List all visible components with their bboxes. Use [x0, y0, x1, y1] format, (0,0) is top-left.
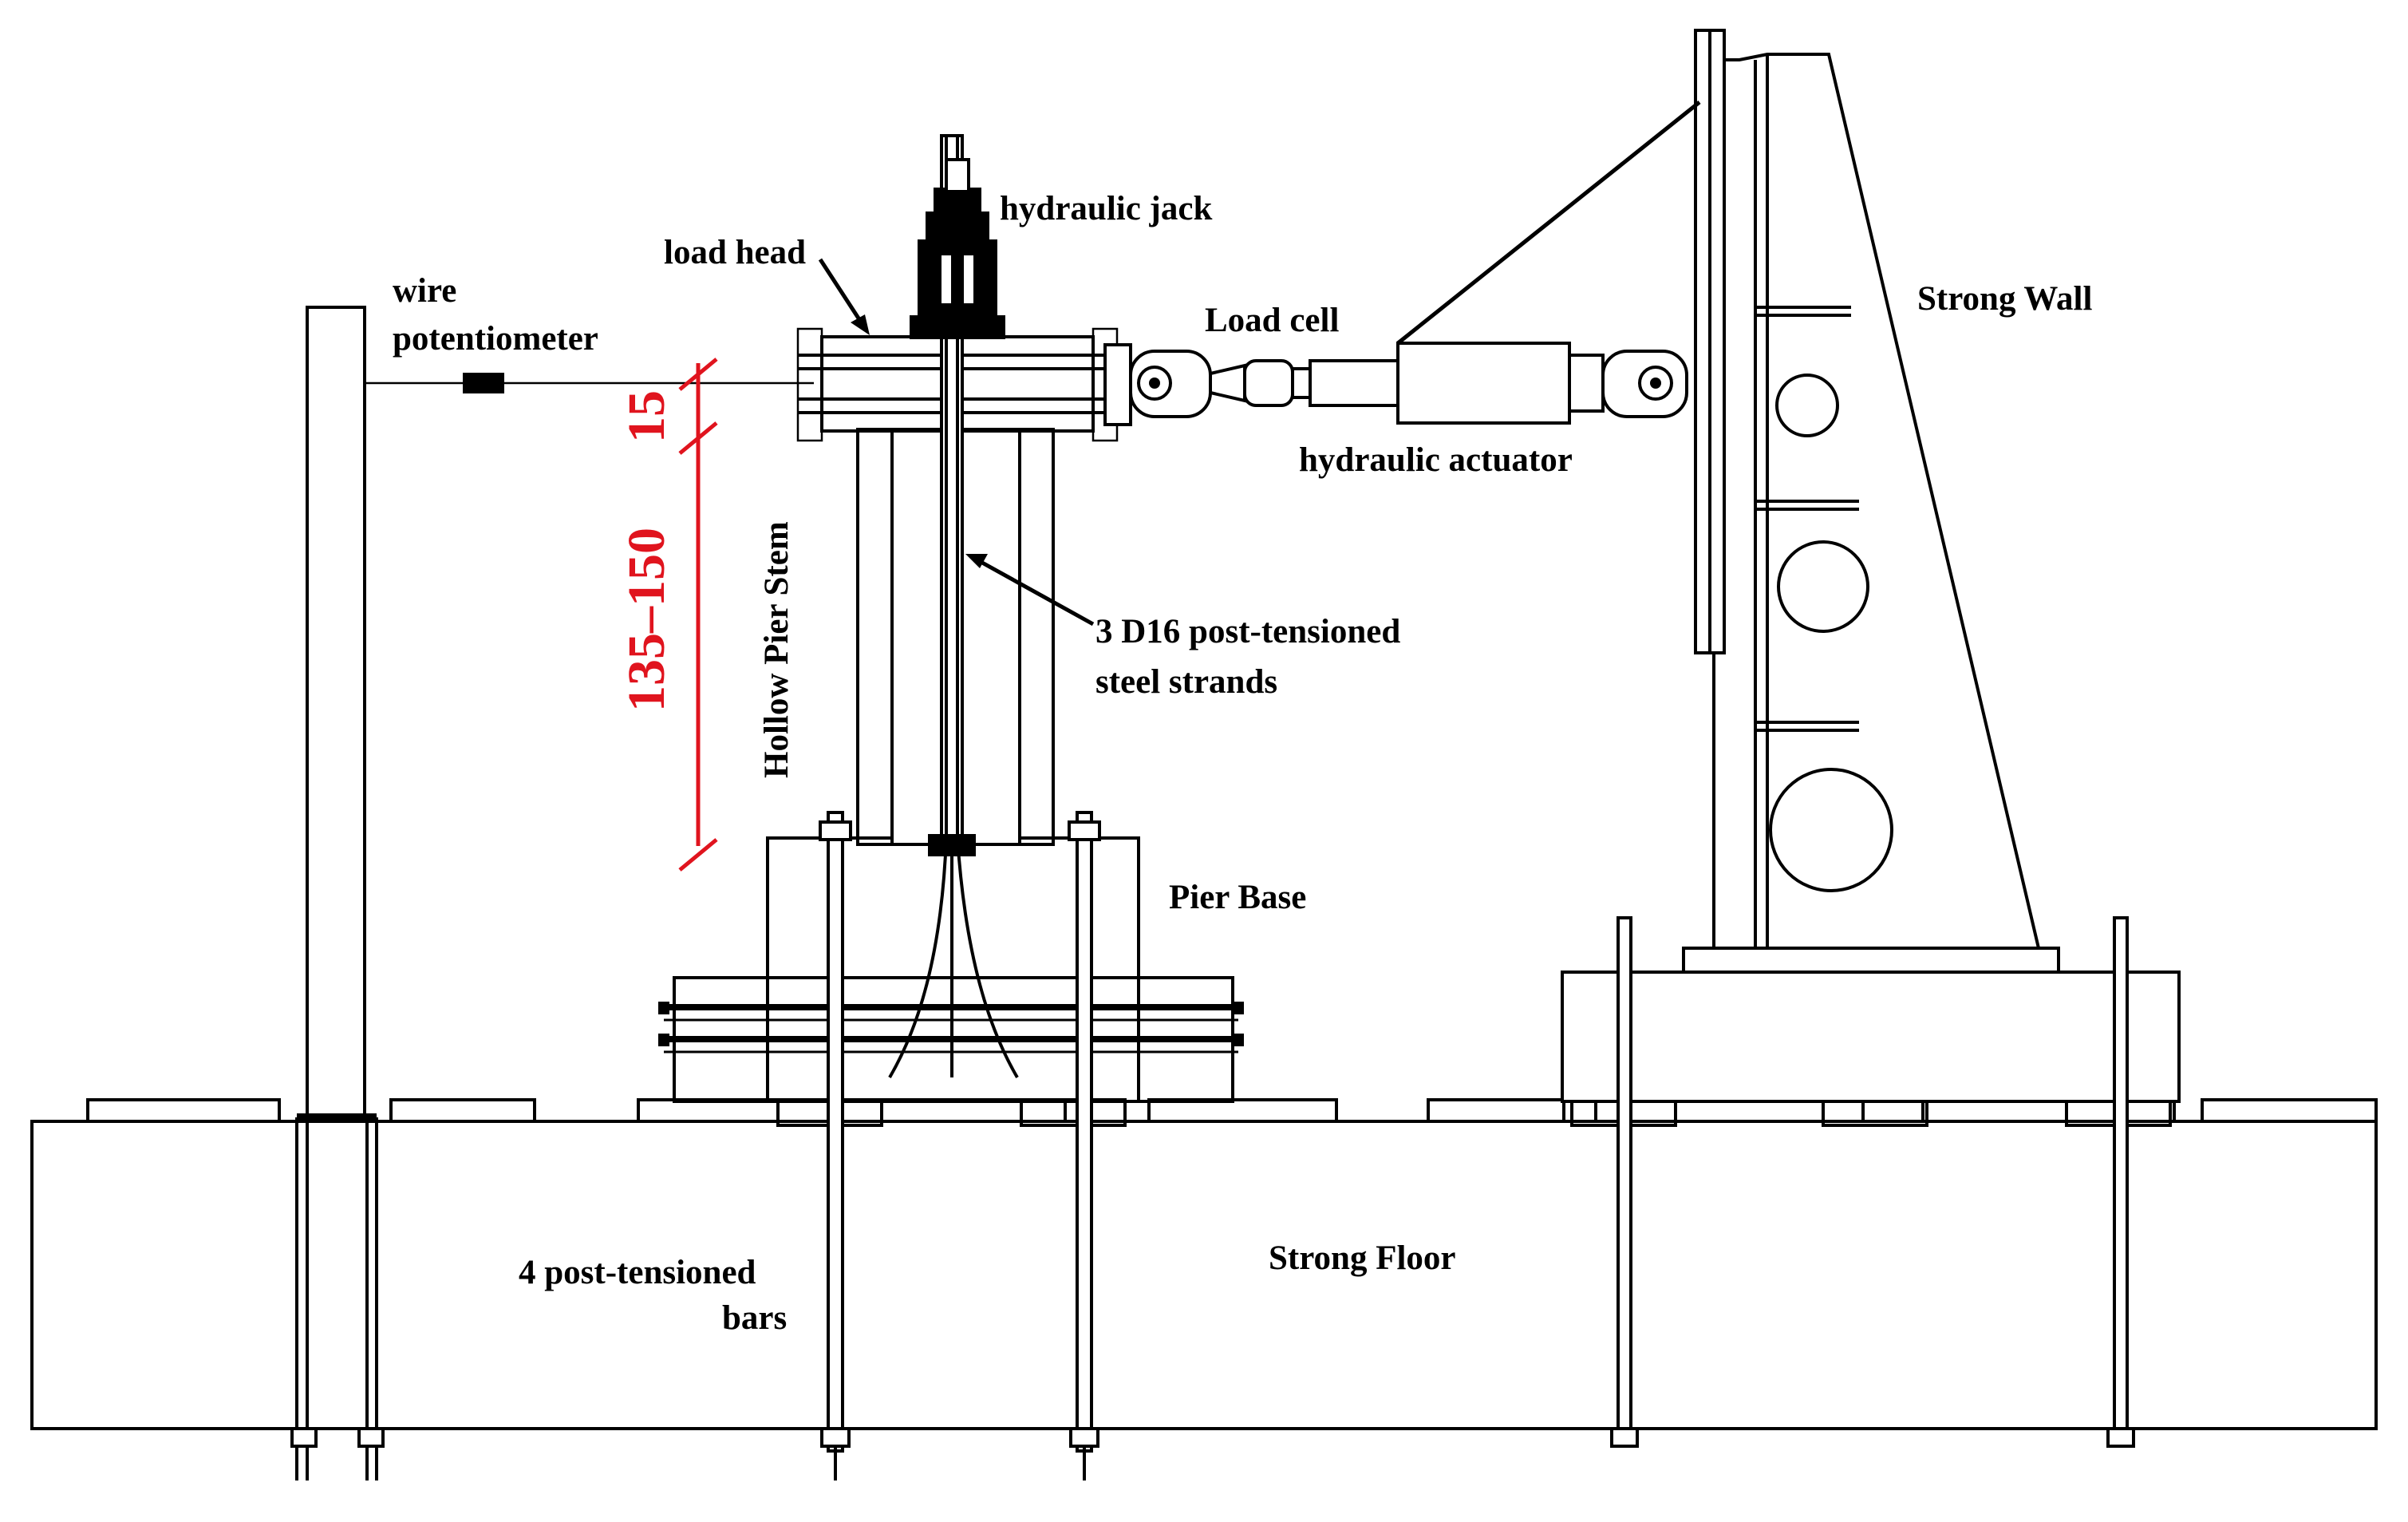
label-pier-base: Pier Base	[1169, 879, 1306, 916]
label-hydraulic-jack: hydraulic jack	[1000, 190, 1212, 227]
post-tensioned-bars	[819, 811, 1101, 1480]
reference-frame-post	[290, 306, 385, 1480]
strong-floor	[30, 1098, 2378, 1430]
label-hydraulic-actuator: hydraulic actuator	[1299, 441, 1573, 479]
label-strands-line1: 3 D16 post-tensioned	[1095, 613, 1400, 650]
label-bars-line2: bars	[722, 1299, 787, 1337]
hydraulic-actuator-assembly	[1103, 101, 1701, 426]
strands-pointer	[965, 554, 1095, 627]
label-hollow-pier-stem: Hollow Pier Stem	[758, 521, 795, 778]
hydraulic-jack	[910, 158, 1005, 339]
load-head-pointer	[818, 258, 870, 335]
label-load-head: load head	[664, 234, 806, 271]
label-potentiometer: potentiometer	[393, 320, 598, 358]
label-strong-wall: Strong Wall	[1917, 280, 2093, 318]
wire-potentiometer	[365, 373, 814, 393]
label-bars-line1: 4 post-tensioned	[519, 1254, 756, 1291]
height-dimension	[678, 358, 718, 872]
dimension-stem: 135–150	[618, 528, 676, 712]
strong-wall	[1561, 29, 2181, 1448]
label-strong-floor: Strong Floor	[1269, 1239, 1456, 1277]
label-strands-line2: steel strands	[1095, 663, 1277, 701]
load-cell	[1209, 363, 1246, 403]
label-load-cell: Load cell	[1205, 302, 1339, 339]
label-wire: wire	[393, 272, 456, 310]
dimension-top: 15	[618, 390, 676, 443]
